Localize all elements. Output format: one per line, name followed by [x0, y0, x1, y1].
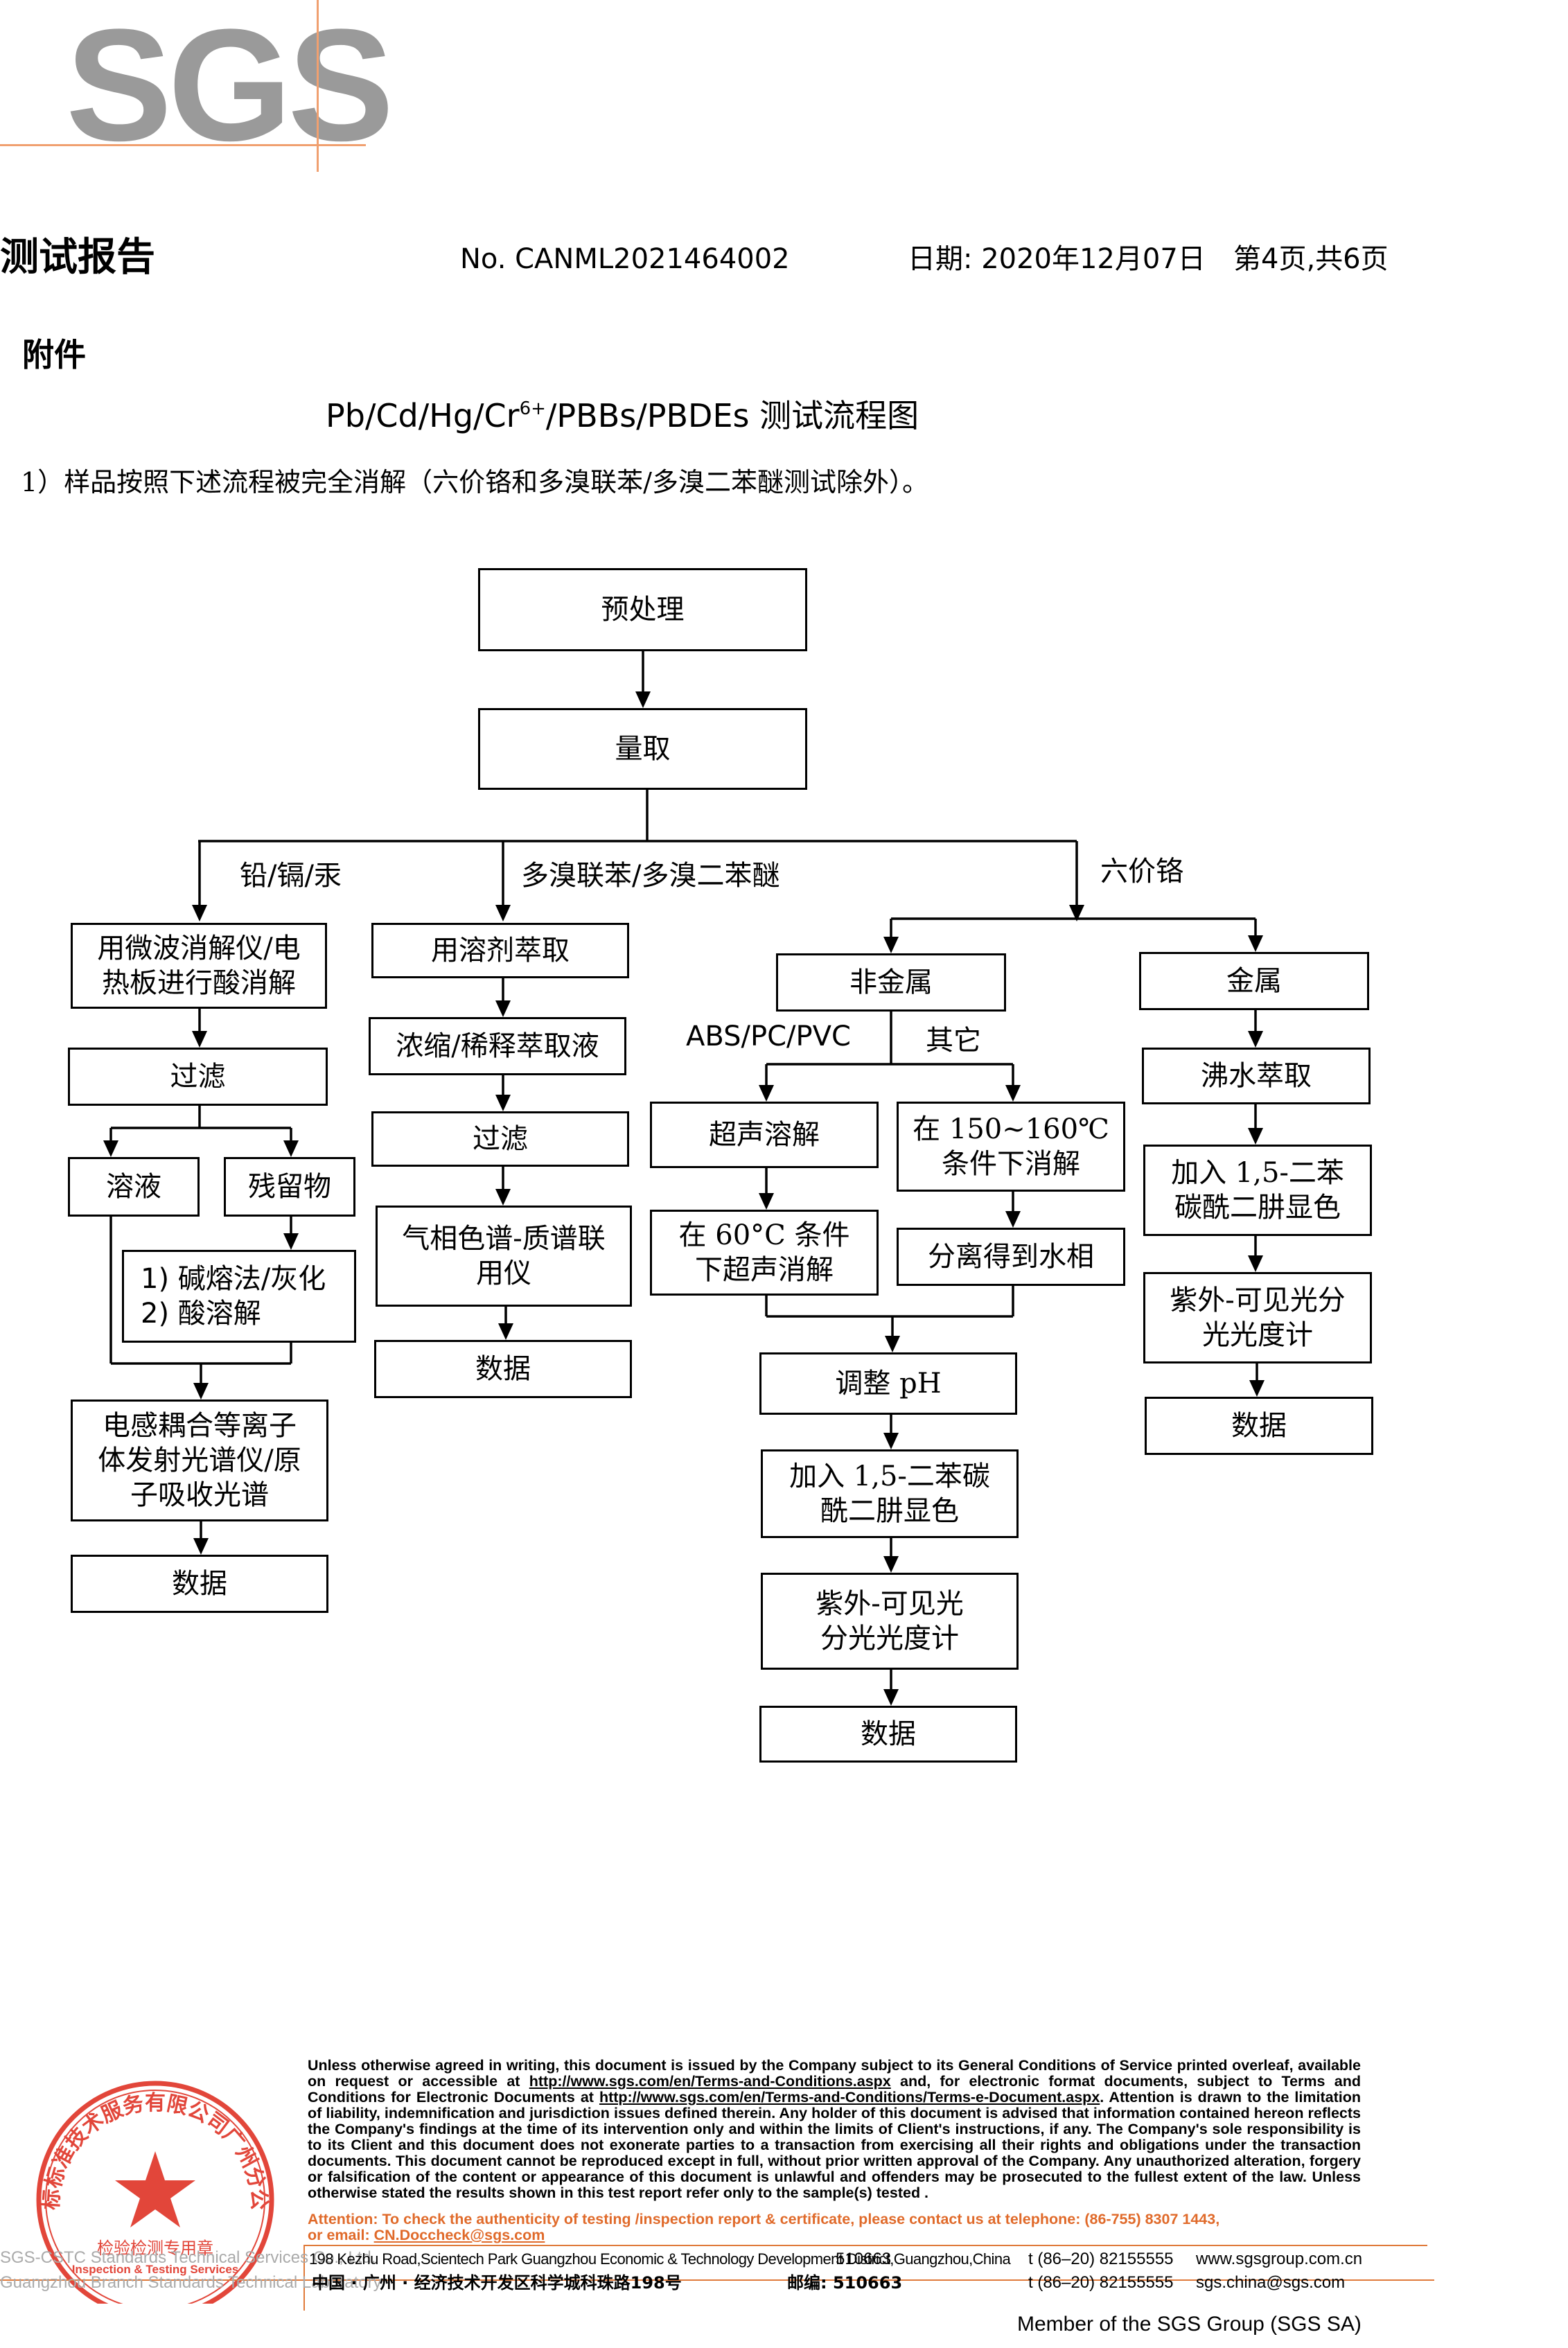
arrowhead-11	[192, 1031, 207, 1048]
arrowhead-49	[1005, 1211, 1021, 1228]
branch-label-cr6: 六价铬	[1100, 856, 1183, 888]
box-uv-vis-c: 紫外-可见光分光光度计	[761, 1573, 1019, 1670]
page-indicator: 第4页,共6页	[1233, 243, 1389, 275]
arrowhead-1	[635, 691, 651, 708]
address-cn: 中国 · 广州 · 经济技术开发区科学城科珠路198号	[312, 2273, 682, 2293]
arrowhead-19	[283, 1233, 299, 1250]
arrowhead-60	[883, 1689, 899, 1706]
box-metal: 金属	[1139, 952, 1369, 1010]
zip-cn: 邮编: 510663	[787, 2273, 903, 2293]
arrowhead-39	[1248, 935, 1263, 952]
sgs-logo: SGS	[66, 0, 394, 174]
annex-heading: 附件	[22, 336, 86, 373]
label-abs-pc-pvc: ABS/PC/PVC	[686, 1021, 851, 1052]
box-data-d: 数据	[1145, 1397, 1373, 1455]
arrowhead-5	[192, 905, 207, 921]
website: www.sgsgroup.com.cn	[1196, 2250, 1363, 2268]
box-ultrasonic-dissolve: 超声溶解	[650, 1102, 879, 1168]
arrowhead-17	[283, 1140, 299, 1157]
svg-text:Inspection & Testing Services: Inspection & Testing Services	[72, 2263, 239, 2276]
svg-text:检验检测专用章: 检验检测专用章	[97, 2239, 213, 2258]
contact-email: sgs.china@sgs.com	[1196, 2273, 1346, 2292]
arrowhead-15	[103, 1140, 118, 1157]
flowchart-title: Pb/Cd/Hg/Cr6+/PBBs/PBDEs 测试流程图	[326, 397, 919, 434]
arrowhead-47	[759, 1193, 774, 1210]
telephone-2: t (86–20) 82155555	[1028, 2273, 1174, 2292]
arrowhead-66	[1248, 1255, 1263, 1272]
report-number: No. CANML2021464002	[460, 243, 790, 275]
box-data-c: 数据	[759, 1706, 1017, 1763]
e-terms-link[interactable]: http://www.sgs.com/en/Terms-and-Conditio…	[599, 2089, 1100, 2106]
official-seal: 通标标准技术服务有限公司广州分公司 检验检测专用章 Inspection & T…	[24, 2068, 274, 2304]
company-branch-en: Guangzhou Branch Standards Technical Lab…	[0, 2273, 382, 2292]
box-solvent-extraction: 用溶剂萃取	[371, 923, 629, 978]
authenticity-notice: Attention: To check the authenticity of …	[308, 2211, 1220, 2243]
logo-divider-vertical	[317, 0, 319, 172]
branch-label-pb-cd-hg: 铅/镉/汞	[240, 860, 342, 892]
arrowhead-34	[498, 1323, 513, 1340]
label-other: 其它	[926, 1025, 981, 1057]
footer-rule-upper	[305, 2245, 1427, 2246]
box-gcms: 气相色谱-质谱联用仪	[376, 1206, 632, 1307]
report-title: 测试报告	[0, 235, 155, 280]
box-color-development-d: 加入 1,5-二苯碳酰二肼显色	[1143, 1145, 1372, 1236]
box-solution: 溶液	[68, 1157, 200, 1217]
arrowhead-9	[1069, 905, 1084, 921]
arrowhead-37	[883, 937, 899, 953]
sgs-membership: Member of the SGS Group (SGS SA)	[1017, 2313, 1362, 2336]
legal-disclaimer: Unless otherwise agreed in writing, this…	[308, 2057, 1361, 2201]
box-pretreatment: 预处理	[478, 568, 807, 651]
box-adjust-ph: 调整 pH	[759, 1352, 1017, 1415]
intro-text: 1）样品按照下述流程被完全消解（六价铬和多溴联苯/多溴二苯醚测试除外）。	[21, 467, 928, 497]
logo-divider-horizontal	[0, 144, 366, 146]
arrowhead-28	[495, 1000, 511, 1017]
report-date: 日期: 2020年12月07日	[908, 243, 1206, 275]
arrowhead-7	[495, 905, 511, 921]
branch-label-pbb-pbde: 多溴联苯/多溴二苯醚	[521, 860, 780, 892]
arrowhead-26	[193, 1538, 209, 1555]
doccheck-email-link[interactable]: CN.Doccheck@sgs.com	[373, 2227, 545, 2243]
arrowhead-68	[1249, 1380, 1265, 1397]
footer-rule-vertical	[303, 2245, 305, 2311]
arrowhead-45	[1005, 1085, 1021, 1102]
company-name-en: SGS-CSTC Standards Technical Services Co…	[0, 2248, 376, 2267]
box-data-b: 数据	[374, 1340, 632, 1398]
box-uv-vis-d: 紫外-可见光分光光度计	[1143, 1272, 1372, 1363]
box-residue: 残留物	[224, 1157, 355, 1217]
footer-rule-lower	[0, 2279, 1434, 2281]
address-en: 198 Kezhu Road,Scientech Park Guangzhou …	[309, 2250, 1011, 2268]
box-boiling-water-extraction: 沸水萃取	[1142, 1048, 1371, 1104]
terms-link[interactable]: http://www.sgs.com/en/Terms-and-Conditio…	[529, 2073, 891, 2090]
arrowhead-30	[495, 1095, 511, 1111]
box-acid-digestion: 用微波消解仪/电热板进行酸消解	[71, 923, 327, 1009]
box-filter-a: 过滤	[68, 1048, 328, 1106]
box-color-development-c: 加入 1,5-二苯碳酰二肼显色	[761, 1449, 1019, 1538]
zip-en: 510663	[836, 2250, 892, 2268]
box-icp: 电感耦合等离子体发射光谱仪/原子吸收光谱	[71, 1400, 328, 1521]
box-ultrasonic-digestion: 在 60°C 条件下超声消解	[650, 1210, 879, 1296]
telephone-1: t (86–20) 82155555	[1028, 2250, 1174, 2268]
arrowhead-62	[1248, 1031, 1263, 1048]
arrowhead-56	[883, 1433, 899, 1449]
box-measure: 量取	[478, 708, 807, 790]
box-data-a: 数据	[71, 1555, 328, 1613]
arrowhead-54	[885, 1336, 900, 1352]
arrowhead-64	[1248, 1128, 1263, 1145]
arrowhead-58	[883, 1556, 899, 1573]
box-separate-aqueous: 分离得到水相	[897, 1228, 1125, 1286]
arrowhead-43	[759, 1085, 774, 1102]
arrowhead-24	[193, 1383, 209, 1400]
box-concentrate: 浓缩/稀释萃取液	[369, 1017, 626, 1075]
arrowhead-32	[495, 1189, 511, 1206]
box-filter-b: 过滤	[371, 1111, 629, 1167]
box-nonmetal: 非金属	[776, 953, 1006, 1012]
